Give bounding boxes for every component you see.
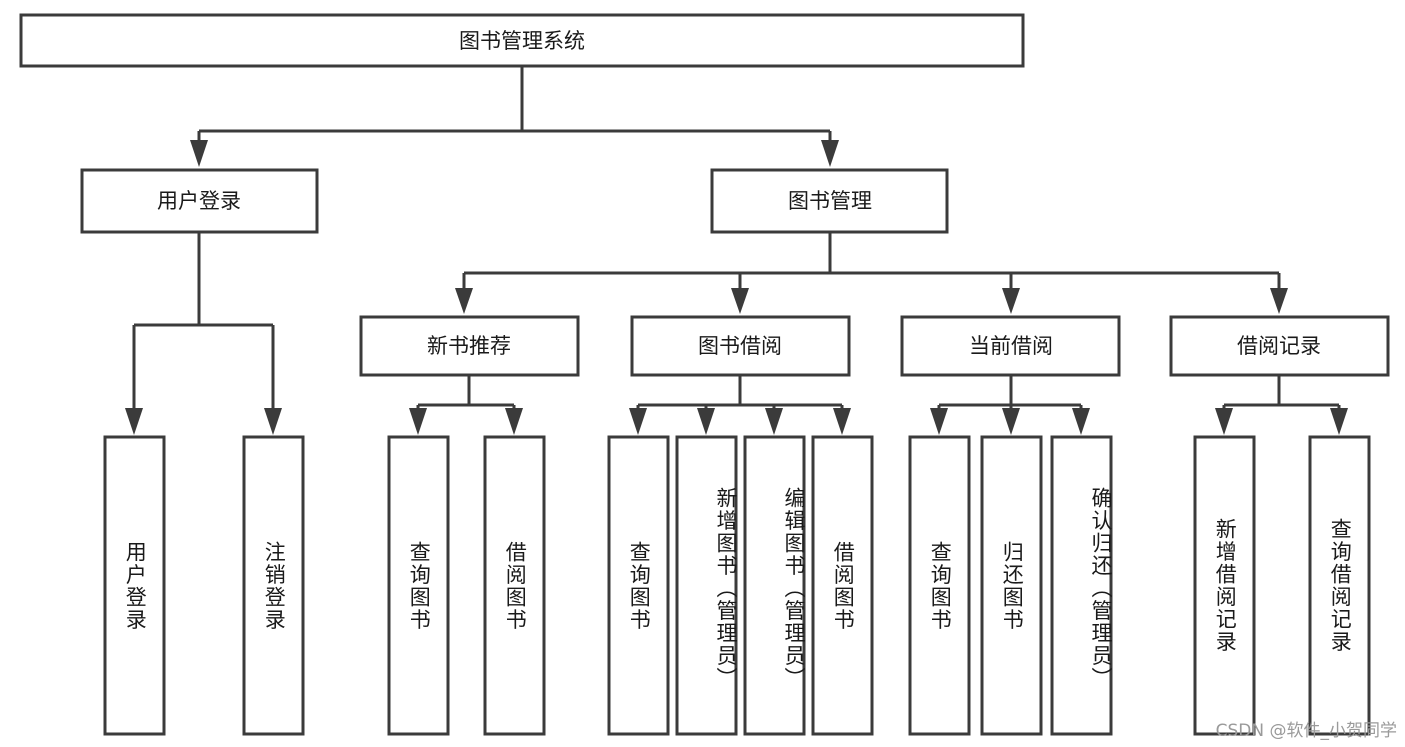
connector-root-to-level2 (190, 66, 839, 167)
leaf-box[interactable] (1308, 435, 1371, 736)
leaf-label-query-book-2: 查询图书 (627, 540, 652, 631)
leaf-box[interactable] (675, 435, 738, 736)
leaf-boxes (103, 435, 1371, 736)
connector-newbook-to-leaves (409, 375, 523, 435)
node-current-borrow-label: 当前借阅 (969, 334, 1053, 358)
node-book-management[interactable]: 图书管理 (710, 168, 949, 234)
leaf-label-edit-book-admin: 编辑图书（管理员） (782, 487, 806, 690)
leaf-label-add-book-admin: 新增图书（管理员） (714, 487, 738, 690)
node-root-label: 图书管理系统 (459, 29, 585, 53)
leaf-label-return-book: 归还图书 (1000, 540, 1025, 631)
leaf-box[interactable] (387, 435, 450, 736)
leaf-label-query-book-3: 查询图书 (928, 540, 953, 631)
node-current-borrow[interactable]: 当前借阅 (900, 315, 1121, 377)
connector-bookmgmt-to-level3 (455, 232, 1288, 314)
node-book-management-label: 图书管理 (788, 189, 872, 213)
leaf-label-query-borrow-record: 查询借阅记录 (1328, 518, 1353, 653)
node-borrow-record-label: 借阅记录 (1237, 334, 1321, 358)
node-new-book-recommend[interactable]: 新书推荐 (359, 315, 580, 377)
leaf-label-add-borrow-record: 新增借阅记录 (1213, 518, 1238, 653)
connector-borrow-to-leaves (629, 375, 851, 435)
node-root[interactable]: 图书管理系统 (19, 13, 1025, 68)
node-borrow-record[interactable]: 借阅记录 (1169, 315, 1390, 377)
node-book-borrow[interactable]: 图书借阅 (630, 315, 851, 377)
leaf-box[interactable] (743, 435, 806, 736)
node-user-login[interactable]: 用户登录 (80, 168, 319, 234)
leaf-label-query-book-1: 查询图书 (407, 540, 432, 631)
connector-current-to-leaves (930, 375, 1090, 435)
node-new-book-recommend-label: 新书推荐 (427, 334, 511, 358)
leaf-label-confirm-return-admin: 确认归还（管理员） (1089, 487, 1113, 690)
leaf-label-borrow-book-2: 借阅图书 (831, 540, 856, 631)
leaf-box[interactable] (483, 435, 546, 736)
connector-record-to-leaves (1215, 375, 1348, 435)
node-user-login-label: 用户登录 (157, 189, 241, 213)
leaf-box[interactable] (242, 435, 305, 736)
leaf-label-logout: 注销登录 (262, 540, 287, 631)
watermark: CSDN @软件_小贺同学 (1215, 721, 1397, 741)
leaf-label-user-login: 用户登录 (123, 540, 148, 631)
leaf-box[interactable] (980, 435, 1043, 736)
leaf-box[interactable] (1193, 435, 1256, 736)
node-book-borrow-label: 图书借阅 (698, 334, 782, 358)
leaf-box[interactable] (811, 435, 874, 736)
leaf-box[interactable] (1050, 435, 1113, 736)
connector-userlogin-to-leaves (125, 232, 282, 435)
leaf-box[interactable] (908, 435, 971, 736)
leaf-box[interactable] (607, 435, 670, 736)
leaf-box[interactable] (103, 435, 166, 736)
leaf-label-borrow-book-1: 借阅图书 (503, 540, 528, 631)
